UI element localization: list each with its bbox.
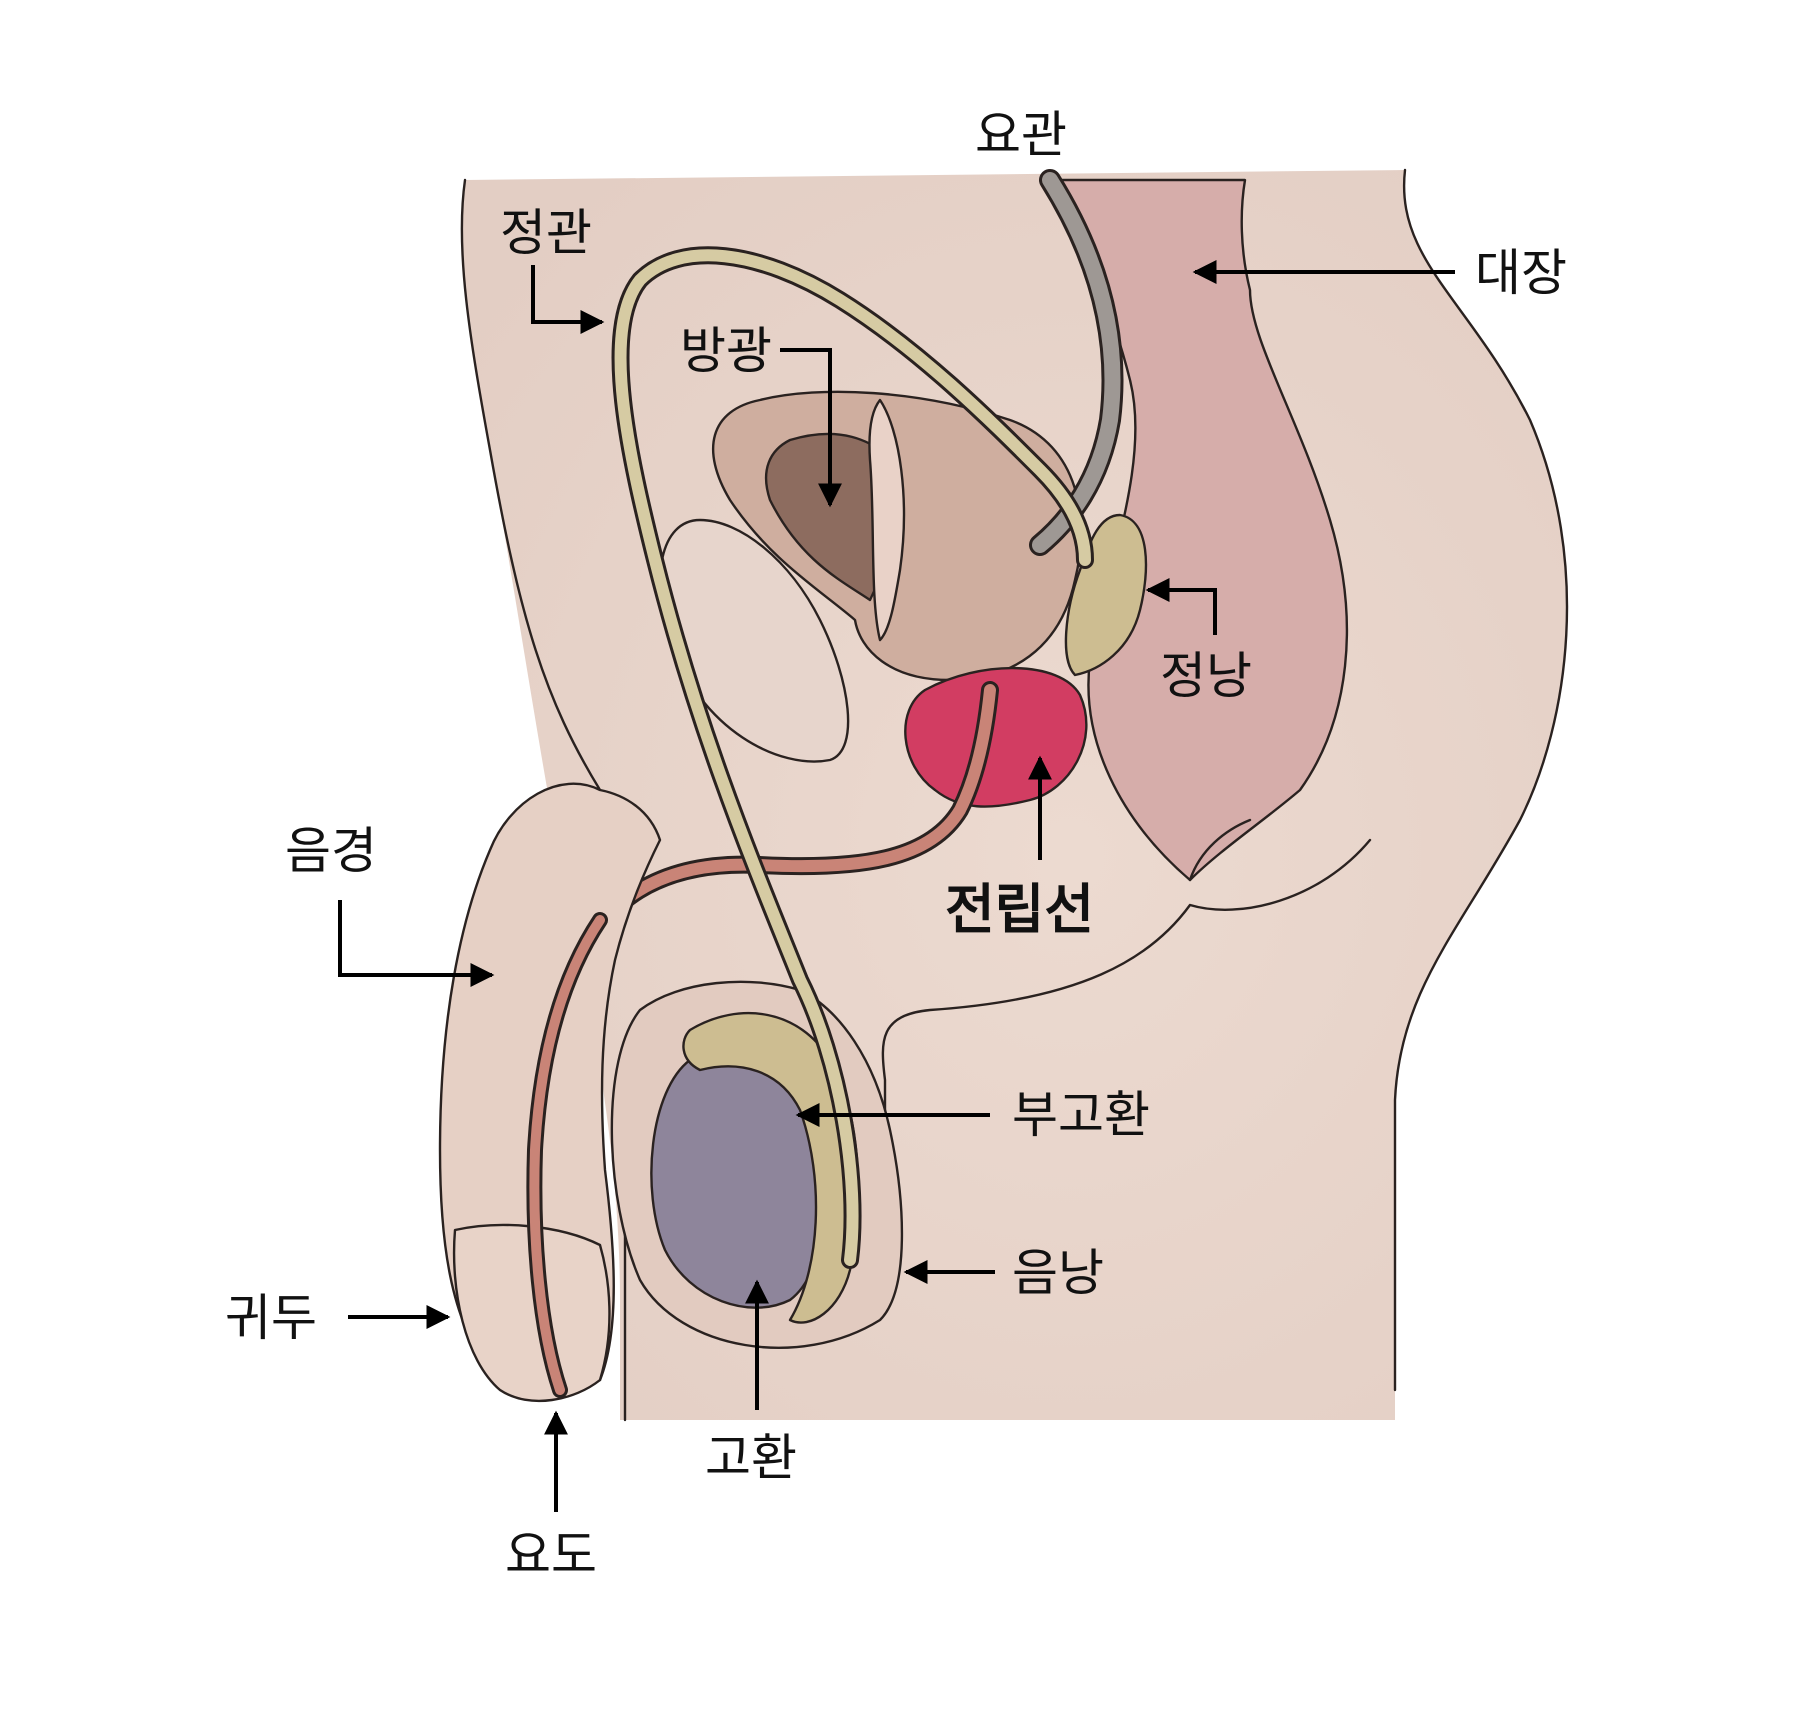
label-prostate: 전립선 [945, 878, 1094, 941]
label-glans: 귀두 [225, 1289, 317, 1347]
vas-deferens-pointer [531, 265, 605, 334]
label-colon: 대장 [1475, 244, 1567, 302]
colon [1048, 178, 1349, 882]
label-vas-deferens: 정관 [500, 204, 592, 262]
label-epididymis: 부고환 [1012, 1086, 1150, 1144]
colon-body [1048, 178, 1349, 882]
label-testis: 고환 [705, 1429, 797, 1487]
penis-pointer [338, 900, 495, 987]
penis [438, 782, 662, 1403]
label-scrotum: 음낭 [1012, 1244, 1104, 1302]
bladder-wall-cut [868, 398, 906, 642]
label-bladder: 방광 [680, 322, 772, 380]
pointer-lines [338, 260, 1455, 1512]
label-ureter: 요관 [975, 106, 1067, 164]
glans [452, 1223, 611, 1403]
seminal-vesicle-pointer [1145, 578, 1217, 635]
label-penis: 음경 [285, 822, 377, 880]
colon-fold [1188, 818, 1252, 882]
front-contour [460, 178, 602, 792]
label-urethra: 요도 [505, 1526, 597, 1584]
bladder-pointer [780, 348, 842, 508]
label-seminal-vesicle: 정낭 [1160, 647, 1252, 705]
back-contour [1393, 168, 1569, 1392]
bladder [711, 390, 1083, 682]
urethra-in-penis-fill [529, 915, 605, 1395]
vas-deferens [614, 249, 1091, 1266]
labels: 요관 대장 정관 방광 정낭 전립선 음경 부고환 음낭 귀두 요도 고환 [225, 106, 1567, 1584]
